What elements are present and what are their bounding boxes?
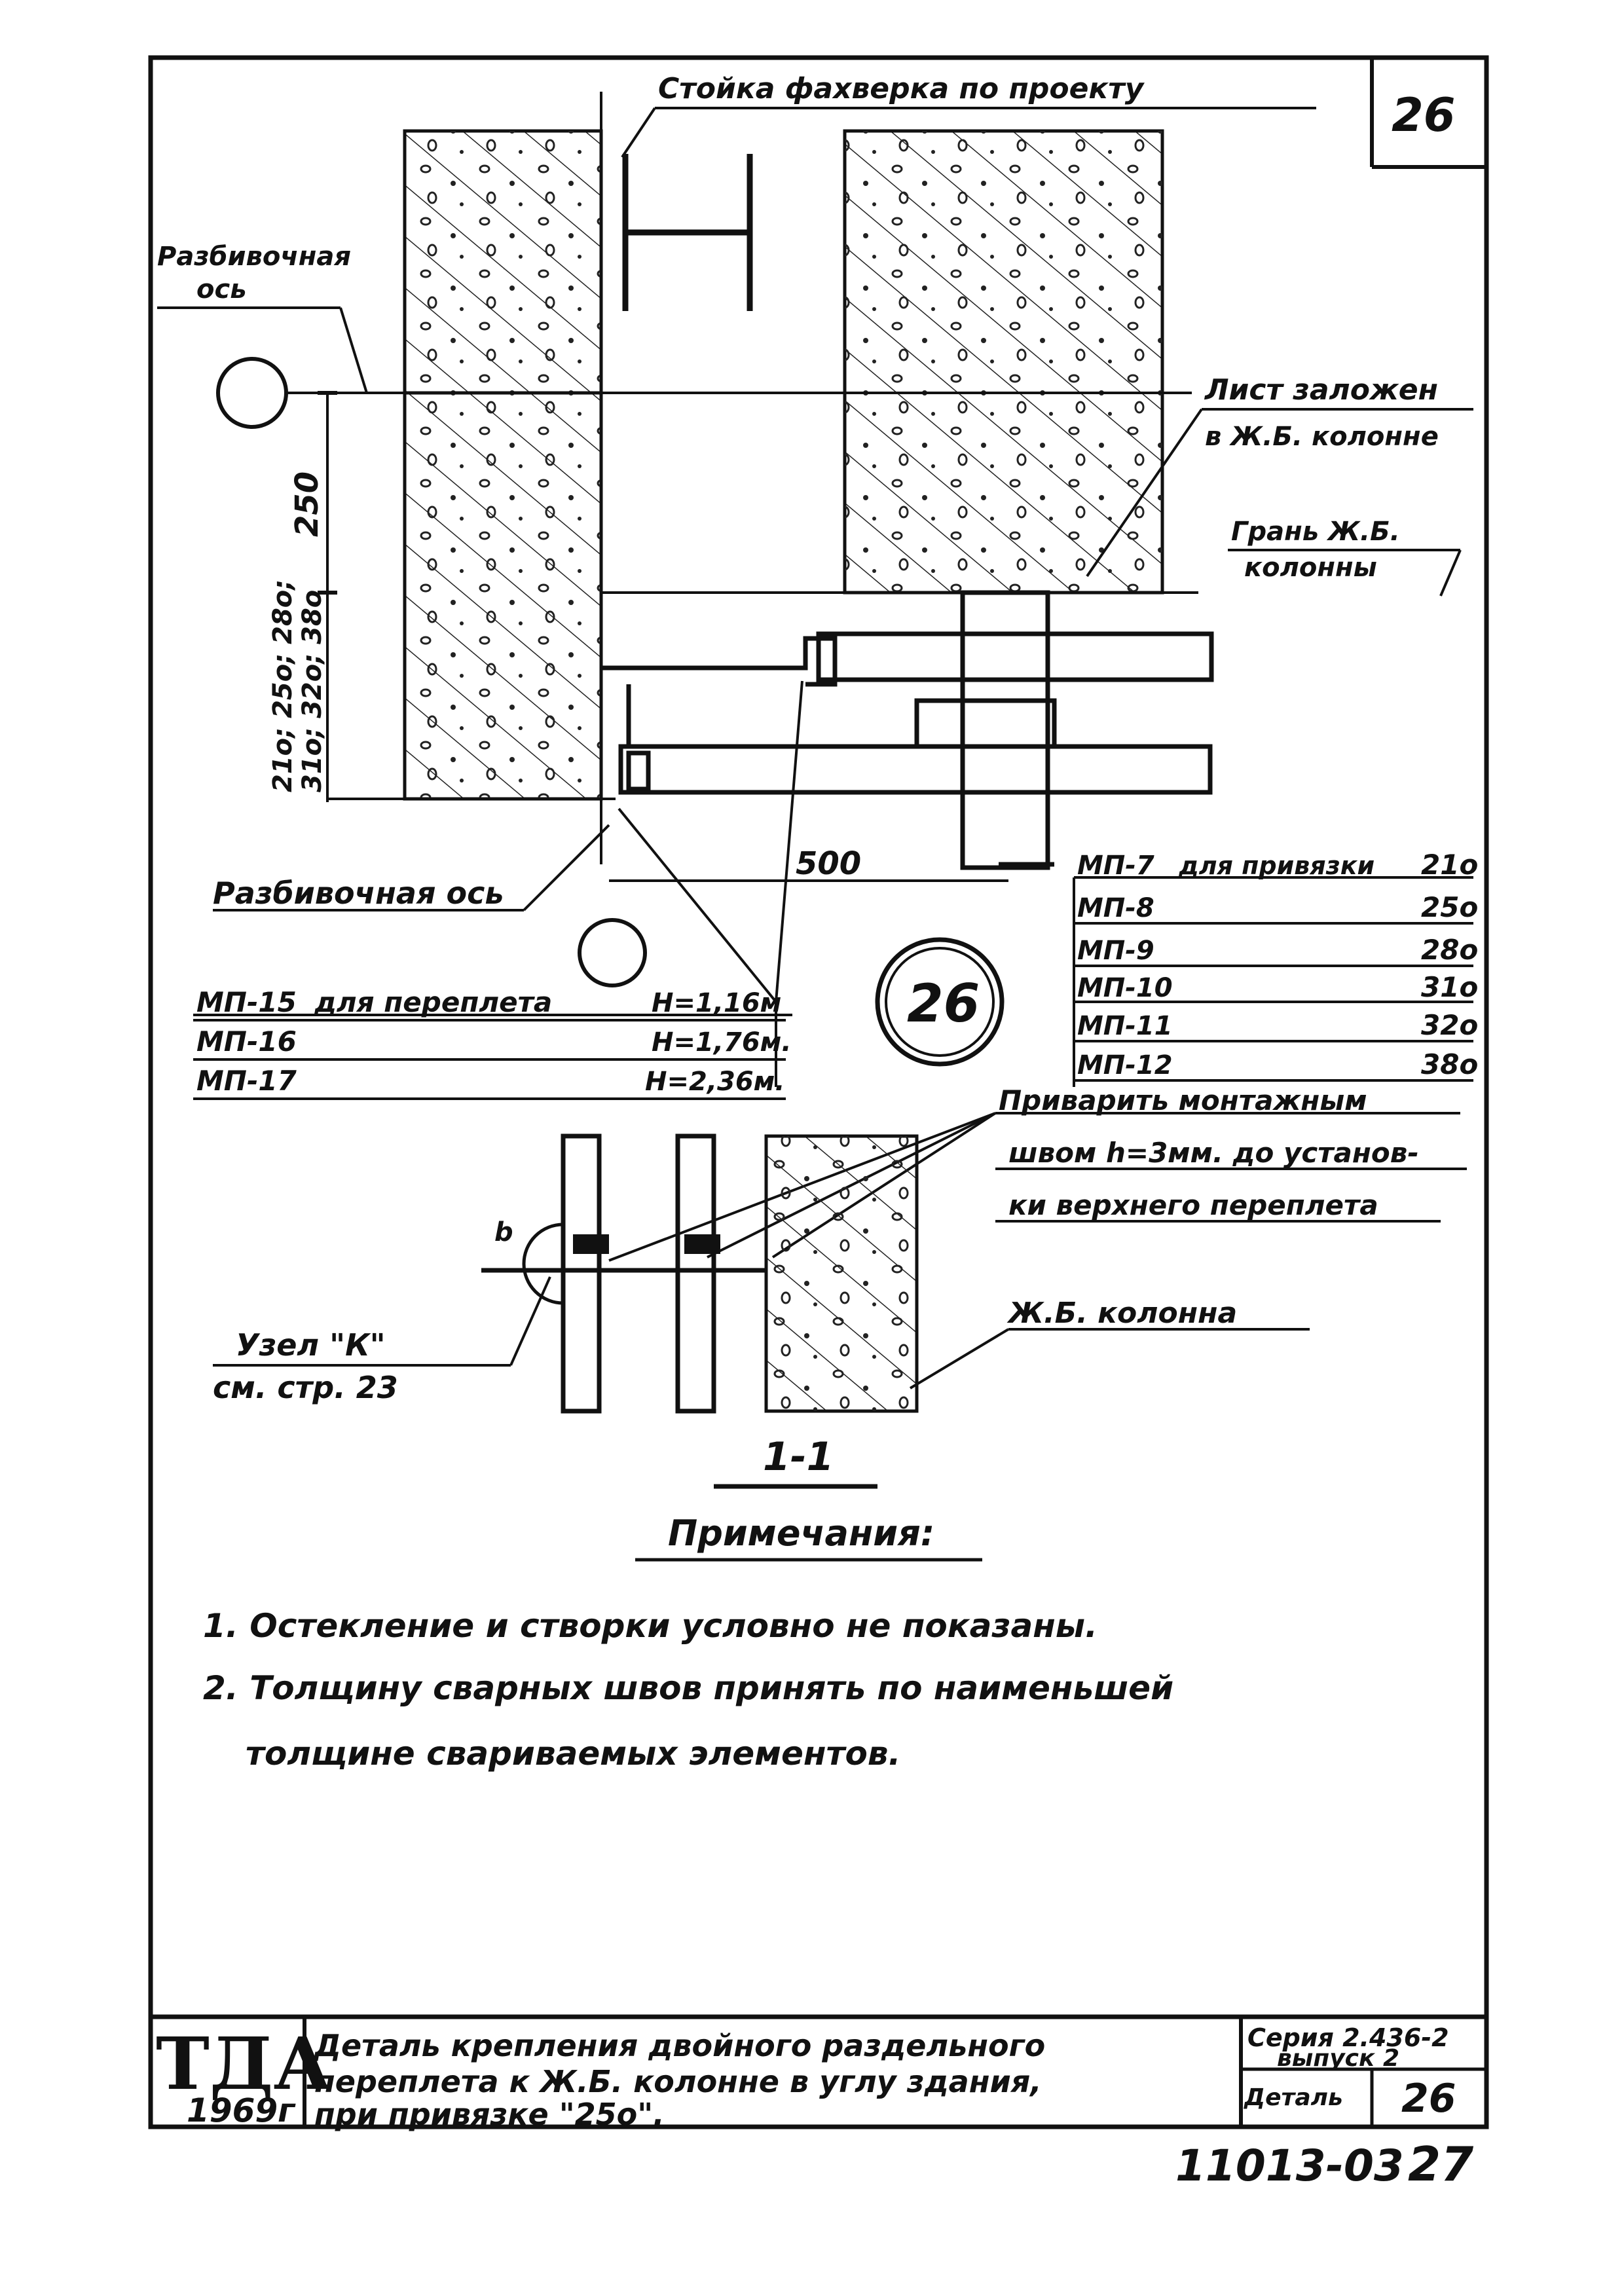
dim-set-line2: 31о; 32о; 38о	[297, 590, 327, 792]
dim-set-line1: 21о; 25о; 28о;	[268, 580, 298, 792]
title-block: ТДА 1969г Деталь крепления двойного разд…	[151, 2014, 1486, 2132]
dim-250: 250	[289, 471, 325, 537]
org-logo: ТДА	[156, 2021, 332, 2106]
detail-label: Деталь	[1244, 2084, 1343, 2111]
mullion-label: Стойка фахверка по проекту	[658, 72, 1145, 105]
title-line-1: Деталь крепления двойного раздельного	[313, 2028, 1045, 2063]
title-line-2: переплета к Ж.Б. колонне в углу здания,	[314, 2064, 1042, 2099]
dim-500: 500	[796, 845, 861, 882]
mp-right-mark-1: МП-8	[1077, 893, 1154, 923]
series-line-2: выпуск 2	[1277, 2045, 1399, 2072]
column-label: Ж.Б. колонна	[1006, 1297, 1237, 1330]
mp-left-h-0: Н=1,16м	[652, 988, 781, 1018]
page-number: 27	[1408, 2137, 1473, 2192]
plate-embedded-label-1: Лист заложен	[1204, 373, 1438, 407]
mp-right-value-5: 38о	[1421, 1048, 1478, 1080]
axis-marker-top	[216, 357, 288, 429]
node-k-label-1: Узел "К"	[236, 1327, 386, 1363]
mp-right-mark-5: МП-12	[1077, 1050, 1173, 1080]
note-1: 1. Остекление и створки условно не показ…	[203, 1607, 1098, 1645]
weld-note-1: Приварить монтажным	[999, 1084, 1367, 1116]
mp-left-h-1: Н=1,76м.	[652, 1027, 792, 1058]
plate-embedded-label-2: в Ж.Б. колонне	[1205, 422, 1439, 452]
sheet-frame: 26	[148, 55, 1489, 2129]
node-k-label-2: см. стр. 23	[213, 1370, 398, 1405]
mp-left-mark-0: МП-15	[196, 986, 297, 1018]
section-title: 1-1	[763, 1434, 834, 1480]
note-3: толщине свариваемых элементов.	[246, 1735, 900, 1773]
mp-right-mark-2: МП-9	[1077, 936, 1154, 966]
mp-table-left: МП-15 для переплета Н=1,16м МП-16 Н=1,76…	[193, 986, 792, 1100]
weld-note-3: ки верхнего переплета	[1008, 1189, 1378, 1221]
dimension-lines	[318, 391, 1008, 882]
notes-title: Примечания:	[668, 1513, 934, 1554]
node-reference-circle	[875, 937, 1005, 1067]
mp-right-value-3: 31о	[1421, 971, 1478, 1003]
detail-number: 26	[1401, 2076, 1456, 2122]
mp-left-mark-1: МП-16	[196, 1025, 297, 1058]
mp-right-value-4: 32о	[1421, 1009, 1478, 1041]
title-line-3: при привязке "25о".	[314, 2097, 665, 2132]
mp-left-note-0: для переплета	[314, 986, 552, 1018]
mp-right-mark-4: МП-11	[1077, 1011, 1173, 1041]
axis-marker-bottom	[578, 918, 647, 987]
axis-bottom-label: Разбивочная ось	[213, 875, 504, 911]
mp-right-value-1: 25о	[1421, 891, 1478, 923]
i-beam-mullion	[622, 154, 753, 311]
column-face-label-1: Грань Ж.Б.	[1231, 517, 1400, 547]
year: 1969г	[187, 2091, 296, 2129]
sheet-number-box: 26	[1392, 88, 1455, 142]
mp-right-mark-3: МП-10	[1077, 973, 1173, 1003]
mp-right-value-2: 28о	[1421, 934, 1478, 966]
series-line-1: Серия 2.436-2	[1247, 2023, 1449, 2052]
doc-code: 11013-03	[1175, 2141, 1404, 2191]
column-face-label-2: колонны	[1244, 553, 1377, 583]
axis-top-label-2: ось	[196, 274, 246, 304]
weld-note-2: швом h=3мм. до установ-	[1008, 1137, 1419, 1169]
mp-left-h-2: Н=2,36м.	[645, 1067, 785, 1097]
column-plan: 26 250 21о; 25о; 28о; 31о; 32о; 38о 500	[157, 92, 1473, 1414]
mp-left-mark-2: МП-17	[196, 1065, 297, 1097]
mp-table-right: МП-7 для привязки 21о МП-8 25о МП-9 28о …	[1074, 849, 1478, 1082]
axis-top-label-1: Разбивочная	[157, 242, 351, 272]
mp-right-note-0: для привязки	[1178, 851, 1375, 880]
mp-right-value-0: 21о	[1421, 849, 1478, 881]
node-reference-number: 26	[907, 973, 980, 1034]
section-1-1: b	[481, 1133, 919, 1414]
notes: Примечания: 1. Остекление и створки усло…	[203, 1513, 1173, 1773]
dim-b: b	[494, 1217, 513, 1247]
sash-profiles	[601, 590, 1214, 870]
note-2: 2. Толщину сварных швов принять по наиме…	[203, 1669, 1173, 1707]
mp-right-mark-0: МП-7	[1077, 851, 1154, 881]
